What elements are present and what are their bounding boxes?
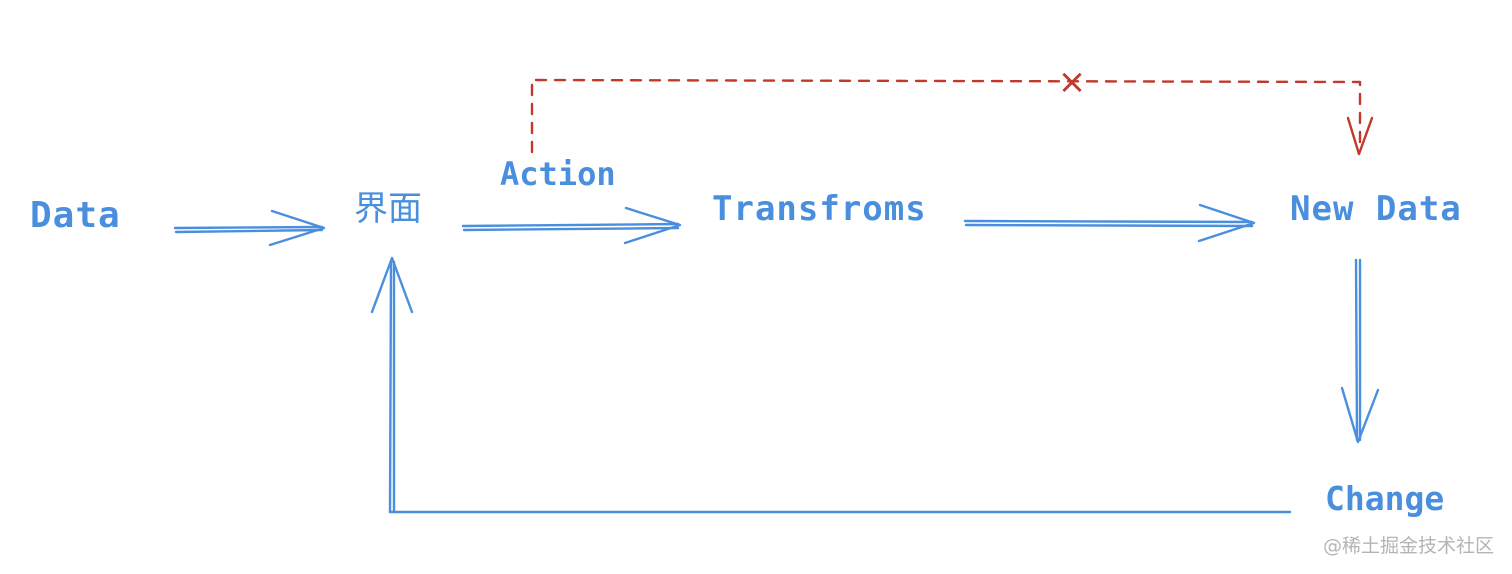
arrow-transforms-to-newdata xyxy=(963,203,1256,243)
blocked-arrowhead xyxy=(1346,116,1374,156)
blocked-path-action-to-newdata xyxy=(530,78,1362,154)
node-action: Action xyxy=(500,155,616,193)
arrow-newdata-to-change xyxy=(1340,258,1380,444)
blocked-x-icon: × xyxy=(1058,62,1087,102)
node-ui: 界面 xyxy=(354,189,422,229)
node-data: Data xyxy=(30,195,121,236)
node-transforms: Transfroms xyxy=(712,189,927,229)
node-change: Change xyxy=(1325,479,1445,518)
watermark: @稀土掘金技术社区 xyxy=(1322,535,1494,557)
arrow-change-to-ui xyxy=(370,256,1292,514)
node-new-data: New Data xyxy=(1290,189,1462,229)
arrow-ui-to-transforms xyxy=(461,206,682,245)
arrow-data-to-ui xyxy=(173,209,326,247)
